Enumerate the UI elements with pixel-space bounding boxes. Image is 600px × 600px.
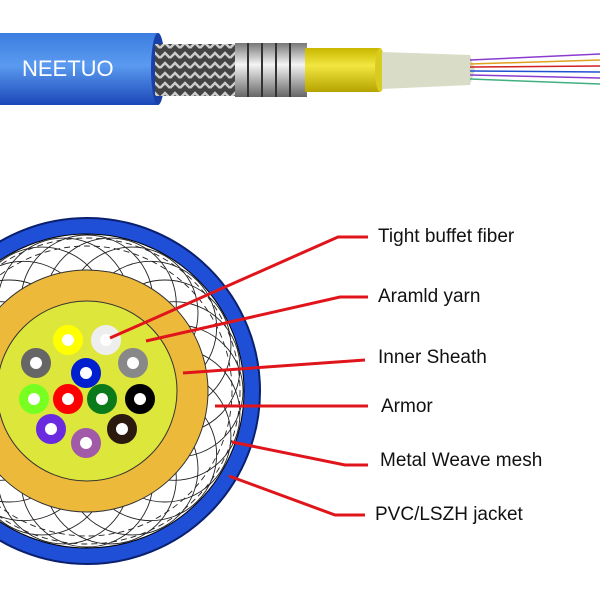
cable-cross-section [0, 217, 261, 565]
fiber [21, 348, 51, 378]
leader-jacket [228, 474, 365, 517]
outer-jacket [0, 33, 158, 105]
fiber [71, 428, 101, 458]
fiber [107, 414, 137, 444]
leader-lines [109, 235, 368, 517]
fiber [53, 384, 83, 414]
fiber-strands [469, 53, 600, 85]
metal-weave-mesh [155, 44, 235, 96]
armor [235, 43, 307, 97]
fiber [125, 384, 155, 414]
leader-aramid [145, 295, 368, 343]
weave-ring [0, 237, 241, 545]
fiber [19, 384, 49, 414]
tight-buffer-fibers [19, 325, 155, 458]
leader-inner-sheath [182, 358, 366, 375]
fiber [53, 325, 83, 355]
inner-sheath [305, 48, 380, 92]
fiber [36, 414, 66, 444]
weave-ring [0, 245, 233, 537]
label-inner-sheath: Inner Sheath [378, 347, 487, 368]
fiber [87, 384, 117, 414]
label-tight-buffer-fiber: Tight buffet fiber [378, 226, 515, 247]
cable-side-view [0, 33, 600, 105]
aramid-yarn [382, 52, 475, 89]
label-armor: Armor [381, 396, 433, 417]
leader-weave [231, 440, 368, 467]
label-aramid-yarn: Aramld yarn [378, 286, 481, 307]
brand-logo-text: NEETUO [22, 56, 114, 81]
leader-tight-buffer [109, 235, 368, 340]
label-metal-weave-mesh: Metal Weave mesh [380, 450, 543, 471]
fiber [91, 325, 121, 355]
fiber [71, 358, 101, 388]
fiber [118, 348, 148, 378]
label-pvc-lszh-jacket: PVC/LSZH jacket [375, 504, 523, 525]
